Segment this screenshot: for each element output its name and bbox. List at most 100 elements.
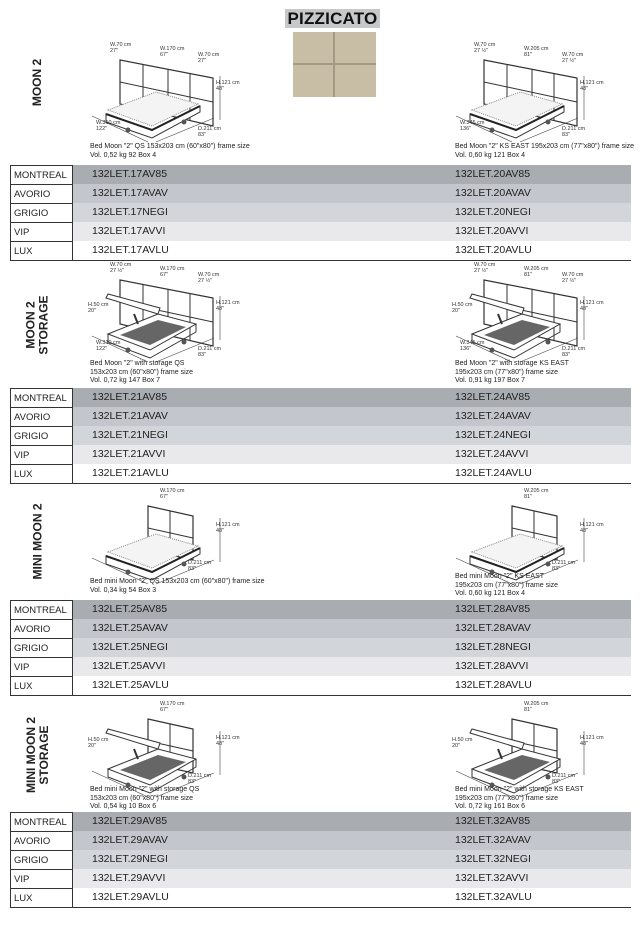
dimension-cm: H.121 cm xyxy=(580,80,604,86)
dimension-cm: W.70 cm xyxy=(474,42,496,48)
dimension-inches: 83" xyxy=(562,352,571,358)
finish-name: VIP xyxy=(10,657,73,676)
item-code-left: 132LET.21AV85 xyxy=(92,391,168,403)
dimension-cm: W.170 cm xyxy=(160,488,185,494)
dimension-cm: W.205 cm xyxy=(524,701,549,707)
dimension-cm: W.345 cm xyxy=(460,340,485,346)
description-line: Bed mini Moon "2" QS 153x203 cm (60"x80"… xyxy=(90,578,265,585)
section-title-line: STORAGE xyxy=(37,724,52,785)
description-line: Bed Moon "2" with storage KS EAST xyxy=(455,360,569,367)
item-code-left: 132LET.17AVAV xyxy=(92,187,168,199)
description-line: Vol. 0,52 kg 92 Box 4 xyxy=(90,151,157,159)
item-code-left: 132LET.25AVLU xyxy=(92,679,169,691)
dimension-inches: 27" xyxy=(110,48,119,54)
section-label: MOON 2 xyxy=(18,0,58,165)
section-title-line: MOON 2 xyxy=(30,58,45,107)
dimension-inches: 67" xyxy=(160,494,169,500)
item-code-right: 132LET.20AV85 xyxy=(455,168,531,180)
item-code-left: 132LET.21NEGI xyxy=(92,429,168,441)
item-code-left: 132LET.17NEGI xyxy=(92,206,168,218)
dimension-inches: 27 ½" xyxy=(110,268,125,274)
item-code-left: 132LET.29AVAV xyxy=(92,834,168,846)
description-line: Vol. 0,60 kg 121 Box 4 xyxy=(455,590,526,597)
dimension-cm: W.310 cm xyxy=(96,340,121,346)
dimension-cm: W.170 cm xyxy=(160,46,185,52)
item-code-left: 132LET.21AVLU xyxy=(92,467,169,479)
dimension-inches: 81" xyxy=(524,494,533,500)
bed-drawing xyxy=(455,718,585,798)
item-code-left: 132LET.25AVVI xyxy=(92,660,166,672)
dimension-cm: H.121 cm xyxy=(216,522,240,528)
dimension-cm: W.70 cm xyxy=(562,272,584,278)
dimension-inches: 27" xyxy=(198,58,207,64)
finish-name: AVORIO xyxy=(10,831,73,850)
description-line: Vol. 0,72 kg 161 Box 6 xyxy=(455,803,526,810)
dimension-inches: 83" xyxy=(552,779,561,785)
dimension-cm: W.205 cm xyxy=(524,488,549,494)
finish-name: LUX xyxy=(10,676,73,695)
dimension-inches: 48" xyxy=(216,741,225,747)
description-line: Bed Moon "2" QS 153x203 cm (60"x80") fra… xyxy=(90,143,250,150)
dimension-inches: 67" xyxy=(160,707,169,713)
dimension-inches: 27 ½" xyxy=(562,278,577,284)
dimension-cm: W.345 cm xyxy=(460,120,485,126)
dimension-inches: 83" xyxy=(188,779,197,785)
finish-name: GRIGIO xyxy=(10,638,73,657)
dimension-inches: 20" xyxy=(452,308,461,314)
description-line: Bed Moon "2" with storage QS xyxy=(90,360,185,367)
dimension-cm: W.70 cm xyxy=(198,52,220,58)
dimension-cm: D.211 cm xyxy=(552,560,576,566)
bed-drawing xyxy=(455,59,585,143)
bed-drawing xyxy=(91,59,221,143)
description-line: Vol. 0,34 kg 54 Box 3 xyxy=(90,586,157,594)
dimension-cm: W.70 cm xyxy=(474,262,496,268)
finish-name: MONTREAL xyxy=(10,388,73,407)
description-line: 153x203 cm (60"x80") frame size xyxy=(90,794,194,802)
dimension-cm: H.121 cm xyxy=(580,522,604,528)
dimension-inches: 67" xyxy=(160,52,169,58)
dimension-inches: 20" xyxy=(88,743,97,749)
item-code-right: 132LET.32AVVI xyxy=(455,872,529,884)
dimension-inches: 27 ½" xyxy=(474,48,489,54)
finish-name: MONTREAL xyxy=(10,600,73,619)
item-code-left: 132LET.17AVLU xyxy=(92,244,169,256)
description-line: Bed mini Moon "2" with storage QS xyxy=(90,786,200,793)
dimension-cm: H.50 cm xyxy=(452,302,473,308)
